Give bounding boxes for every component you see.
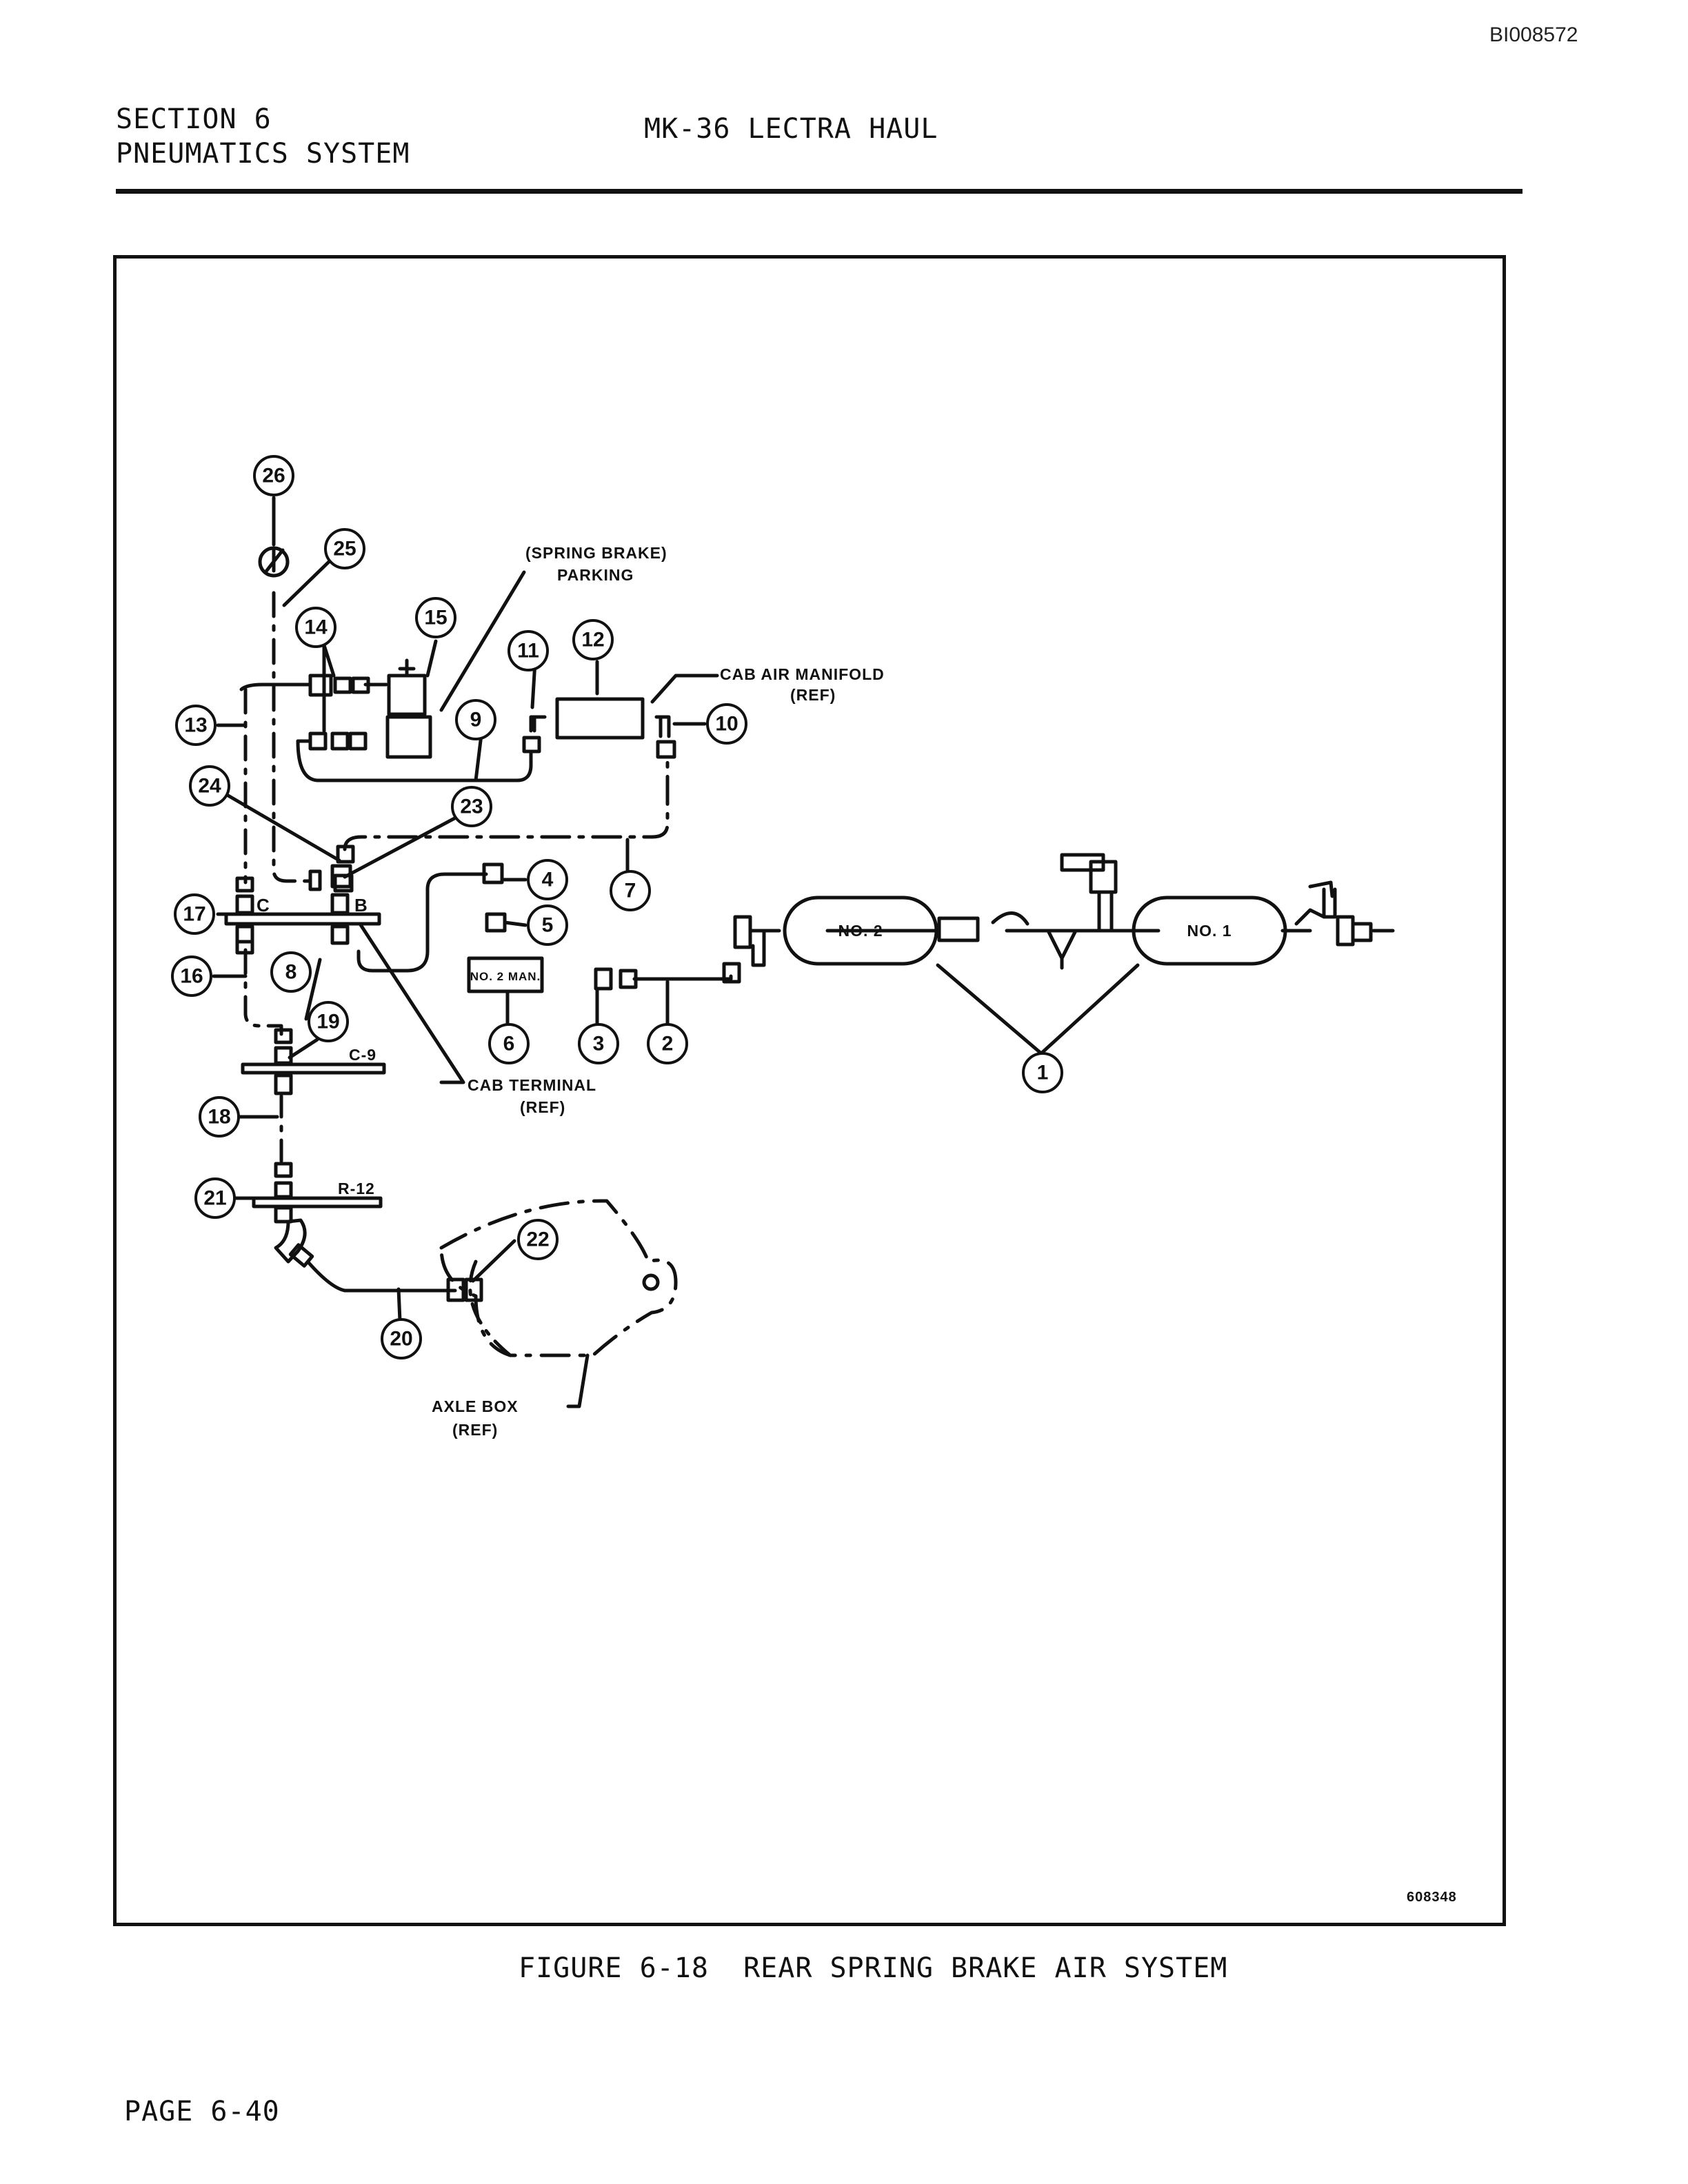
callout-15-label: 15 bbox=[424, 607, 447, 629]
callout-14-label: 14 bbox=[304, 616, 328, 639]
cab-air-manifold-label-2: (REF) bbox=[790, 686, 836, 704]
callout-13 bbox=[175, 705, 217, 746]
callout-23 bbox=[451, 786, 492, 827]
callout-23-label: 23 bbox=[460, 796, 483, 818]
callout-22 bbox=[517, 1219, 559, 1260]
terminal-r12-label: R-12 bbox=[338, 1180, 375, 1197]
cab-air-manifold bbox=[555, 697, 645, 740]
callout-21-label: 21 bbox=[203, 1187, 226, 1210]
callout-1 bbox=[1022, 1052, 1063, 1093]
callout-2-label: 2 bbox=[662, 1033, 674, 1055]
manual-title: MK-36 LECTRA HAUL bbox=[644, 113, 938, 145]
callout-9-label: 9 bbox=[470, 709, 482, 731]
callout-5-label: 5 bbox=[542, 914, 554, 937]
callout-8 bbox=[270, 951, 312, 993]
spring-brake-label-1: (SPRING BRAKE) bbox=[525, 544, 667, 562]
terminal-c9-label: C-9 bbox=[349, 1046, 376, 1064]
callout-24-label: 24 bbox=[198, 775, 221, 798]
callout-3-label: 3 bbox=[593, 1033, 605, 1055]
tube-16 bbox=[243, 948, 283, 1036]
callout-12-label: 12 bbox=[581, 629, 604, 651]
callout-4-label: 4 bbox=[542, 869, 554, 891]
callout-10-label: 10 bbox=[715, 713, 738, 736]
callout-19-label: 19 bbox=[316, 1011, 339, 1033]
callout-21 bbox=[194, 1177, 236, 1219]
callout-13-label: 13 bbox=[184, 714, 207, 737]
callout-16 bbox=[171, 956, 212, 997]
tube-8-loop bbox=[356, 872, 488, 973]
callout-9 bbox=[455, 699, 496, 740]
gauge-icon bbox=[258, 546, 290, 578]
callout-4 bbox=[527, 859, 568, 900]
callout-11-label: 11 bbox=[517, 640, 539, 663]
callout-16-label: 16 bbox=[180, 965, 203, 988]
callout-12 bbox=[572, 619, 614, 660]
tube-2 bbox=[632, 974, 733, 981]
tube-7 bbox=[343, 754, 670, 851]
document-id: BI008572 bbox=[1489, 23, 1578, 46]
tube-20 bbox=[307, 1261, 457, 1293]
callout-2 bbox=[647, 1023, 688, 1064]
callout-8-label: 8 bbox=[285, 961, 297, 984]
tube-14-upper bbox=[239, 682, 388, 691]
tank-no1 bbox=[1132, 896, 1287, 966]
terminal-b-label: B bbox=[354, 895, 368, 916]
tube-axle-inner bbox=[468, 1260, 512, 1357]
callout-26 bbox=[253, 455, 294, 496]
callout-22-label: 22 bbox=[526, 1228, 549, 1251]
terminal-bar-cb bbox=[224, 912, 381, 926]
callout-14 bbox=[295, 607, 336, 648]
callout-20 bbox=[381, 1318, 422, 1359]
callout-18 bbox=[199, 1096, 240, 1138]
section-number: SECTION 6 bbox=[116, 103, 272, 135]
callout-15 bbox=[415, 597, 456, 638]
cab-terminal-label-1: CAB TERMINAL bbox=[468, 1076, 596, 1094]
cab-terminal-label-2: (REF) bbox=[520, 1098, 565, 1116]
section-title: SECTION 6 PNEUMATICS SYSTEM bbox=[116, 102, 410, 171]
page-number: PAGE 6-40 bbox=[124, 2096, 280, 2127]
axle-box-label-1: AXLE BOX bbox=[432, 1397, 519, 1415]
callout-6 bbox=[488, 1023, 530, 1064]
parking-valve-body bbox=[385, 715, 432, 759]
terminal-c-label: C bbox=[257, 895, 270, 916]
callout-25 bbox=[324, 528, 365, 569]
callout-10 bbox=[706, 703, 747, 745]
callout-11 bbox=[508, 630, 549, 671]
callout-20-label: 20 bbox=[390, 1328, 412, 1351]
figure-frame bbox=[113, 255, 1506, 1926]
axle-box-label-2: (REF) bbox=[452, 1421, 498, 1439]
figure-caption: FIGURE 6-18 REAR SPRING BRAKE AIR SYSTEM bbox=[519, 1952, 1228, 1984]
callout-17 bbox=[174, 893, 215, 935]
callout-19 bbox=[308, 1001, 349, 1042]
no2-manifold-label: NO. 2 MAN. bbox=[470, 970, 541, 983]
tube-25 bbox=[272, 591, 312, 883]
tube-9 bbox=[296, 739, 533, 782]
callout-25-label: 25 bbox=[333, 538, 356, 560]
callout-6-label: 6 bbox=[503, 1033, 515, 1055]
callout-7-label: 7 bbox=[625, 880, 636, 902]
callout-1-label: 1 bbox=[1037, 1062, 1049, 1084]
parking-valve-cap bbox=[387, 674, 427, 716]
terminal-bar-c9 bbox=[241, 1062, 386, 1075]
callout-18-label: 18 bbox=[208, 1106, 230, 1129]
cab-air-manifold-label-1: CAB AIR MANIFOLD bbox=[720, 665, 885, 683]
spring-brake-label-2: PARKING bbox=[557, 566, 634, 584]
callout-24 bbox=[189, 765, 230, 807]
section-name: PNEUMATICS SYSTEM bbox=[116, 138, 410, 170]
callout-3 bbox=[578, 1023, 619, 1064]
callout-5 bbox=[527, 904, 568, 946]
drawing-number: 608348 bbox=[1407, 1890, 1457, 1905]
no2-manifold-box bbox=[467, 956, 544, 993]
callout-26-label: 26 bbox=[262, 465, 285, 487]
callout-17-label: 17 bbox=[183, 903, 205, 926]
callout-7 bbox=[610, 870, 651, 911]
terminal-bar-r12 bbox=[252, 1196, 383, 1209]
tank-no1-label: NO. 1 bbox=[1187, 922, 1232, 940]
tank-no2-label: NO. 2 bbox=[838, 922, 883, 940]
tank-no2 bbox=[783, 896, 938, 966]
header-rule bbox=[116, 189, 1523, 194]
